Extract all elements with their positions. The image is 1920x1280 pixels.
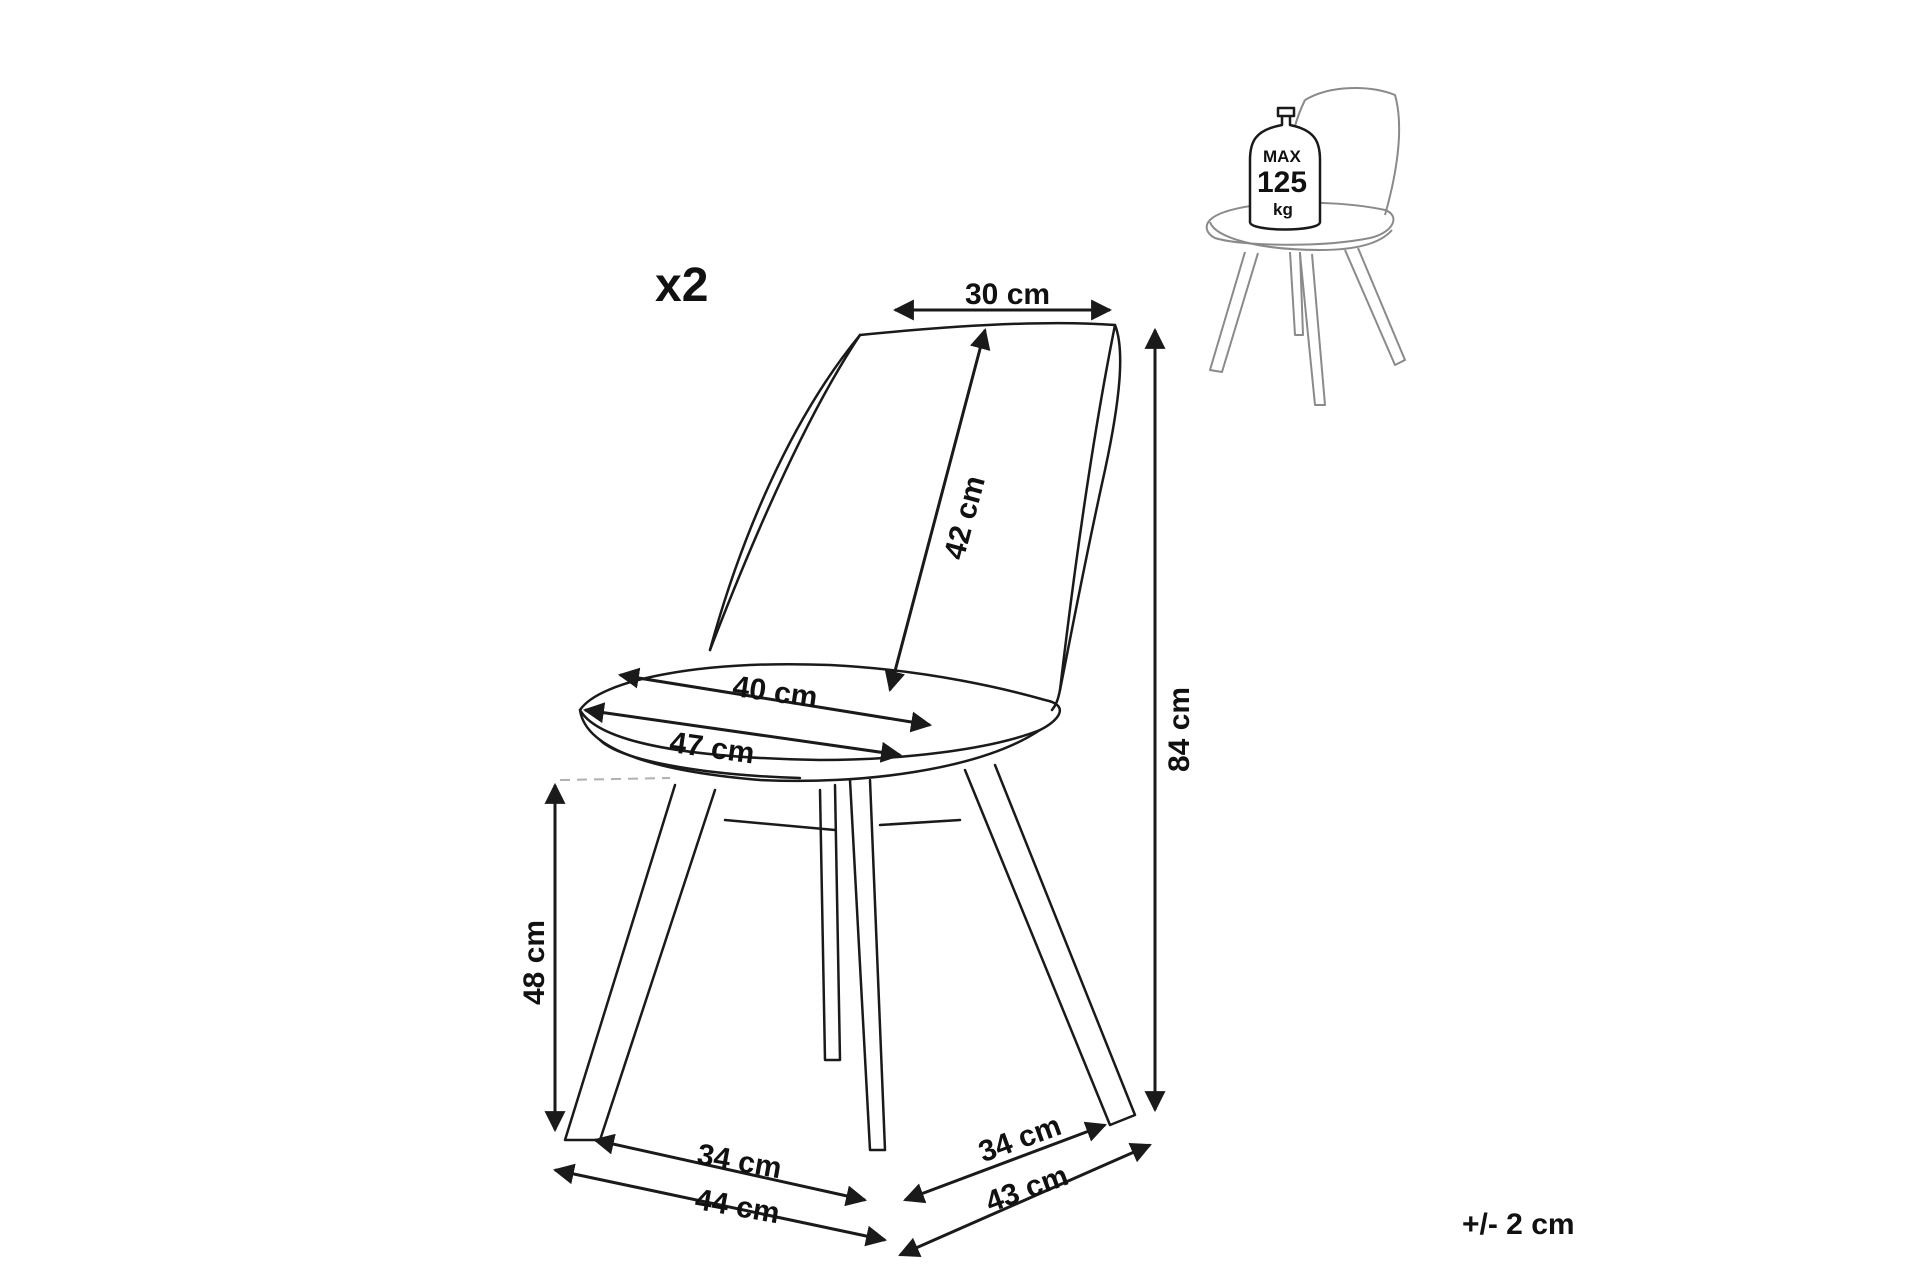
- weight-value-label: 125: [1257, 166, 1308, 199]
- quantity-label: x2: [655, 259, 709, 312]
- seat-top: [578, 662, 1062, 762]
- label-backrest-width: 30 cm: [965, 278, 1051, 311]
- dim-line-backrest-height: [884, 327, 991, 693]
- leg-front-left: [563, 783, 717, 1142]
- leg-back-right: [963, 763, 1137, 1127]
- label-total-height: 84 cm: [1163, 686, 1196, 772]
- seat-height-guide: [559, 777, 671, 781]
- thumb-backrest: [1304, 87, 1401, 216]
- leg-back-left: [818, 783, 842, 1062]
- crossbar: [723, 818, 837, 832]
- backrest-inner-curve: [708, 333, 862, 652]
- backrest-side-curve: [1050, 323, 1117, 712]
- weight-unit-label: kg: [1273, 200, 1293, 219]
- thumb-leg-1: [1209, 251, 1259, 373]
- crossbar-2: [878, 818, 962, 827]
- thumb-seat-side: [1209, 221, 1393, 251]
- label-seat-height: 48 cm: [518, 919, 551, 1005]
- main-chair: [563, 321, 1137, 1152]
- leg-front-right: [848, 778, 887, 1152]
- thumb-leg-4: [1289, 251, 1304, 336]
- dim-line-side-outer: [898, 1143, 1152, 1257]
- weight-max-label: MAX: [1263, 147, 1301, 166]
- dim-line-seat-outer: [582, 702, 903, 763]
- weight-bottle: [1248, 106, 1322, 231]
- tolerance-label: +/- 2 cm: [1462, 1208, 1575, 1241]
- thumb-leg-3: [1344, 247, 1406, 366]
- dimension-lines: [544, 299, 1166, 1257]
- dim-line-front-outer: [552, 1163, 888, 1247]
- thumb-leg-2: [1299, 253, 1326, 406]
- backrest-outline: [708, 321, 1122, 692]
